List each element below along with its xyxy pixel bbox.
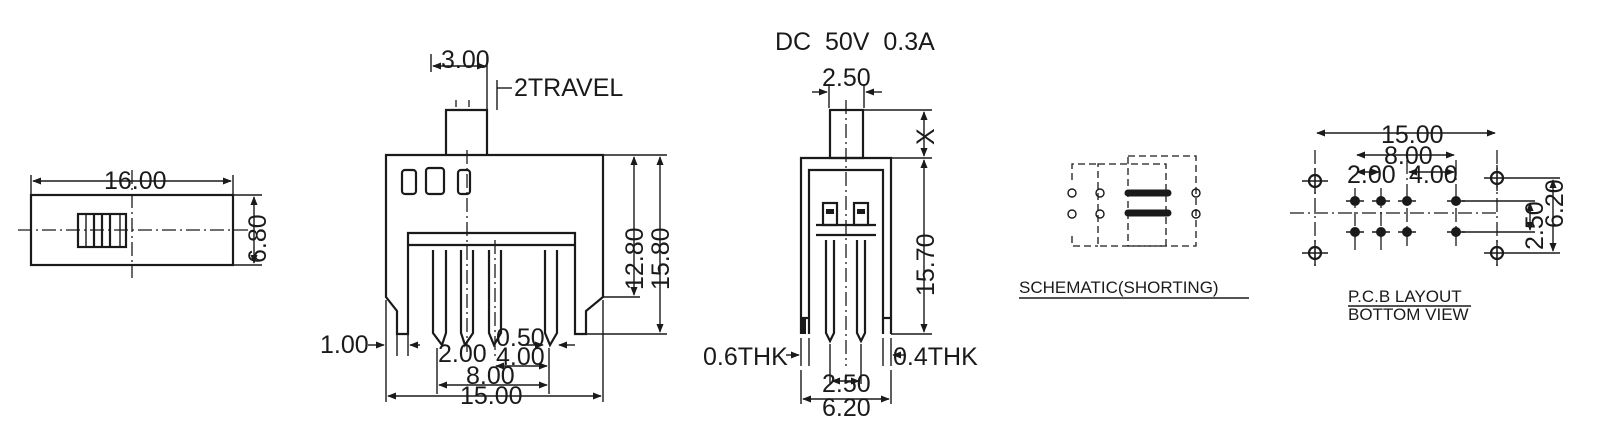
pcb-row-spacing-label: 2.50 xyxy=(1521,201,1549,250)
schematic: SCHEMATIC(SHORTING) xyxy=(1019,155,1249,299)
pcb-layout: 15.00 8.00 2.00 4.00 2.50 6.20 P.C.B LAY… xyxy=(1290,121,1569,324)
overall-height-label: 15.80 xyxy=(647,227,675,290)
pcb-caption-line2: BOTTOM VIEW xyxy=(1348,305,1469,324)
pitch-label: 2.00 xyxy=(438,340,487,368)
pin-width-label: 0.50 xyxy=(496,324,545,352)
side-height-label: 15.70 xyxy=(912,233,940,296)
left-thickness-label: 0.6THK xyxy=(703,343,788,371)
side-view: 2.50 X 15.70 0.6THK 0.4THK xyxy=(703,64,978,422)
leg-offset-label: 1.00 xyxy=(320,331,369,359)
top-height-label: 6.80 xyxy=(244,214,272,263)
side-pin-span-label: 2.50 xyxy=(822,370,871,398)
side-actuator-width-label: 2.50 xyxy=(822,64,871,92)
side-width-label: 6.20 xyxy=(822,394,871,422)
top-view: 16.00 6.80 xyxy=(18,167,272,278)
pcb-caption-line1: P.C.B LAYOUT xyxy=(1348,287,1462,306)
top-width-label: 16.00 xyxy=(104,167,167,195)
pcb-width-label: 6.20 xyxy=(1541,179,1569,228)
front-pins xyxy=(431,250,559,348)
overall-width-label: 15.00 xyxy=(460,382,523,410)
pcb-pitch-label: 2.00 xyxy=(1347,161,1396,189)
actuator-width-label: 3.00 xyxy=(441,46,490,74)
pcb-outer-pitch-label: 8.00 xyxy=(1384,142,1433,170)
schematic-caption: SCHEMATIC(SHORTING) xyxy=(1019,278,1219,297)
right-thickness-label: 0.4THK xyxy=(893,343,978,371)
pcb-span-label: 15.00 xyxy=(1381,121,1444,149)
pin-holes xyxy=(1346,196,1465,237)
front-view: 3.00 2TRAVEL 12.80 15.80 xyxy=(320,46,675,410)
body-height-label: 12.80 xyxy=(621,227,649,290)
pin-span-label: 4.00 xyxy=(496,343,545,371)
mounting-holes xyxy=(1302,165,1510,266)
travel-label: 2TRAVEL xyxy=(514,74,623,102)
outer-pin-span-label: 8.00 xyxy=(466,362,515,390)
pcb-inner-pitch-label: 4.00 xyxy=(1409,161,1458,189)
rating-label: DC 50V 0.3A xyxy=(775,28,935,56)
x-height-label: X xyxy=(912,128,940,145)
